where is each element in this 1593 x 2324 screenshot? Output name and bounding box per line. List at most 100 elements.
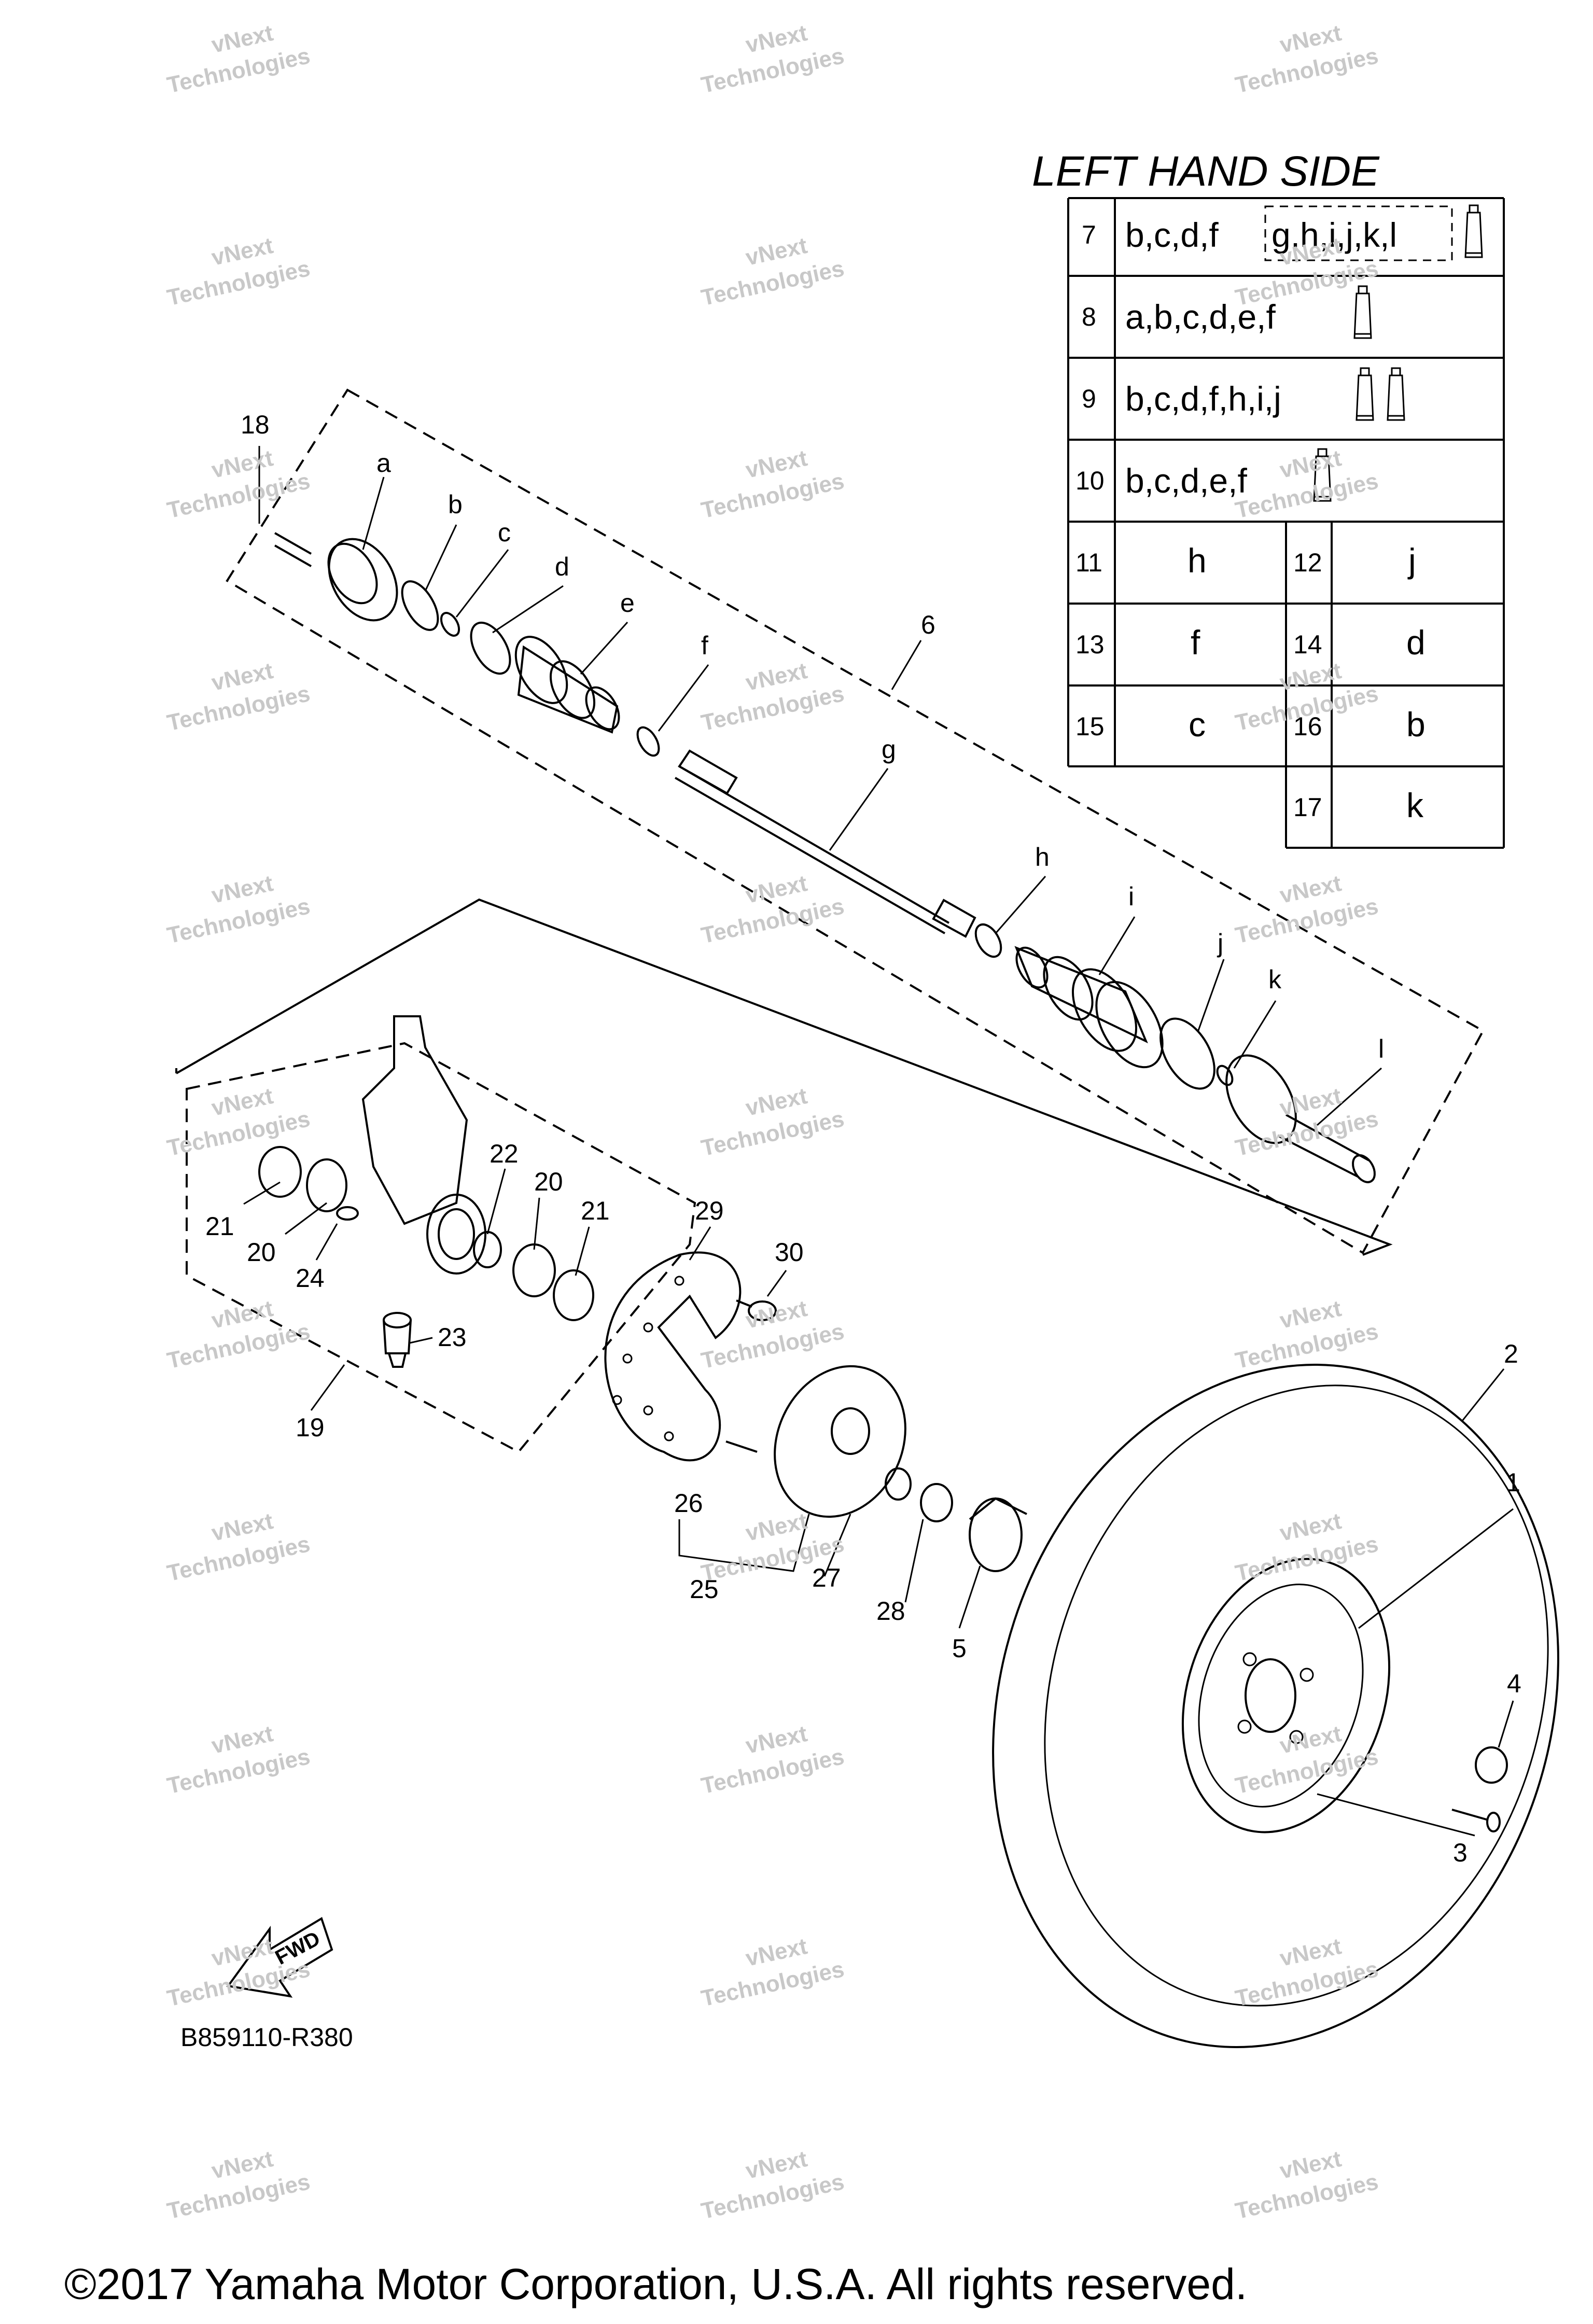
boot-i [1014,946,1164,1069]
grease-tube-icon [1356,367,1374,421]
row-12-value: j [1407,541,1416,580]
callout-20-right: 20 [534,1167,563,1196]
callout-29: 29 [695,1196,724,1225]
callout-28: 28 [876,1597,905,1626]
boot-band-h [974,923,1002,958]
knuckle-dashed-outline [186,1042,696,1453]
row-14-num: 14 [1293,630,1322,659]
boot-e [514,636,620,734]
washer-27 [885,1467,912,1501]
row-17-num: 17 [1293,793,1322,822]
row-7-value: b,c,d,f [1125,216,1219,254]
callout-18: 18 [241,410,270,439]
hub-stud-26 [725,1440,758,1453]
row-9-num: 9 [1082,384,1096,413]
hub-group-outline [176,898,1393,1256]
row-7-boxed-value: g,h,i,j,k,l [1271,216,1397,254]
row-16-value: b [1406,705,1426,744]
callout-23: 23 [438,1323,467,1352]
callout-h: h [1035,843,1050,872]
row-8-value: a,b,c,d,e,f [1125,298,1276,336]
callout-30: 30 [775,1238,804,1267]
leader-lines [243,446,1514,1837]
inner-cv-joint [1225,1054,1376,1183]
callout-e: e [620,589,635,618]
outer-cv-joint [274,532,398,622]
grease-tube-icon [1353,285,1372,339]
wheel-rim-1 [1181,1558,1391,1833]
bolt-30 [736,1299,777,1321]
row-9-value: b,c,d,f,h,i,j [1125,380,1281,418]
boot-band-f [636,726,660,757]
row-15-num: 15 [1075,712,1105,741]
bearing-20-left [306,1158,347,1212]
row-7-num: 7 [1082,220,1096,249]
callout-c: c [498,518,511,547]
tire-2 [992,1364,1559,2048]
row-8-num: 8 [1082,302,1096,331]
grease-tube-icon [1313,448,1332,502]
boot-band-d [470,621,511,675]
oil-seal-21-left [258,1146,302,1198]
callout-21-left: 21 [205,1212,234,1241]
callout-g: g [882,735,896,764]
knuckle-assembly [175,898,1393,1453]
shaft-assembly-dashed-outline [226,388,1485,1254]
row-16-num: 16 [1293,712,1322,741]
callout-6: 6 [921,610,935,639]
wheel-tire-assembly [992,1364,1559,2048]
row-13-value: f [1191,623,1200,662]
callout-20-left: 20 [247,1238,276,1267]
row-15-value: c [1189,705,1206,744]
cap-5 [969,1497,1027,1572]
circlip-c [440,612,460,637]
grease-tube-icon [1387,367,1405,421]
row-12-num: 12 [1293,548,1322,577]
left-hand-side-table: LEFT HAND SIDE 7 b,c,d,f g,h,i,j,k,l 8 a… [1032,148,1505,849]
callout-l: l [1378,1034,1384,1063]
callout-24: 24 [296,1264,325,1293]
row-13-num: 13 [1075,630,1105,659]
circlip-k [1216,1065,1234,1086]
bearing-20-right [512,1243,556,1297]
callout-b: b [448,490,463,519]
row-11-value: h [1187,541,1207,580]
callout-k: k [1268,965,1282,994]
callout-labels: 18 a b c d e f 6 g h i j k l 21 20 24 22… [205,410,1521,1867]
callout-26: 26 [674,1489,703,1518]
grease-tube-icon [1464,204,1483,258]
valve-stem-3 [1451,1809,1501,1832]
copyright-notice: ©2017 Yamaha Motor Corporation, U.S.A. A… [64,2260,1247,2308]
steering-knuckle [361,1015,486,1275]
callout-4: 4 [1507,1669,1521,1698]
boot-band-j [1159,1017,1215,1090]
callout-j: j [1217,929,1223,958]
circlip-b [401,580,439,631]
wheel-nut-4 [1475,1746,1508,1784]
callout-22: 22 [490,1139,519,1168]
callout-2: 2 [1504,1339,1518,1368]
callout-1: 1 [1506,1468,1520,1497]
